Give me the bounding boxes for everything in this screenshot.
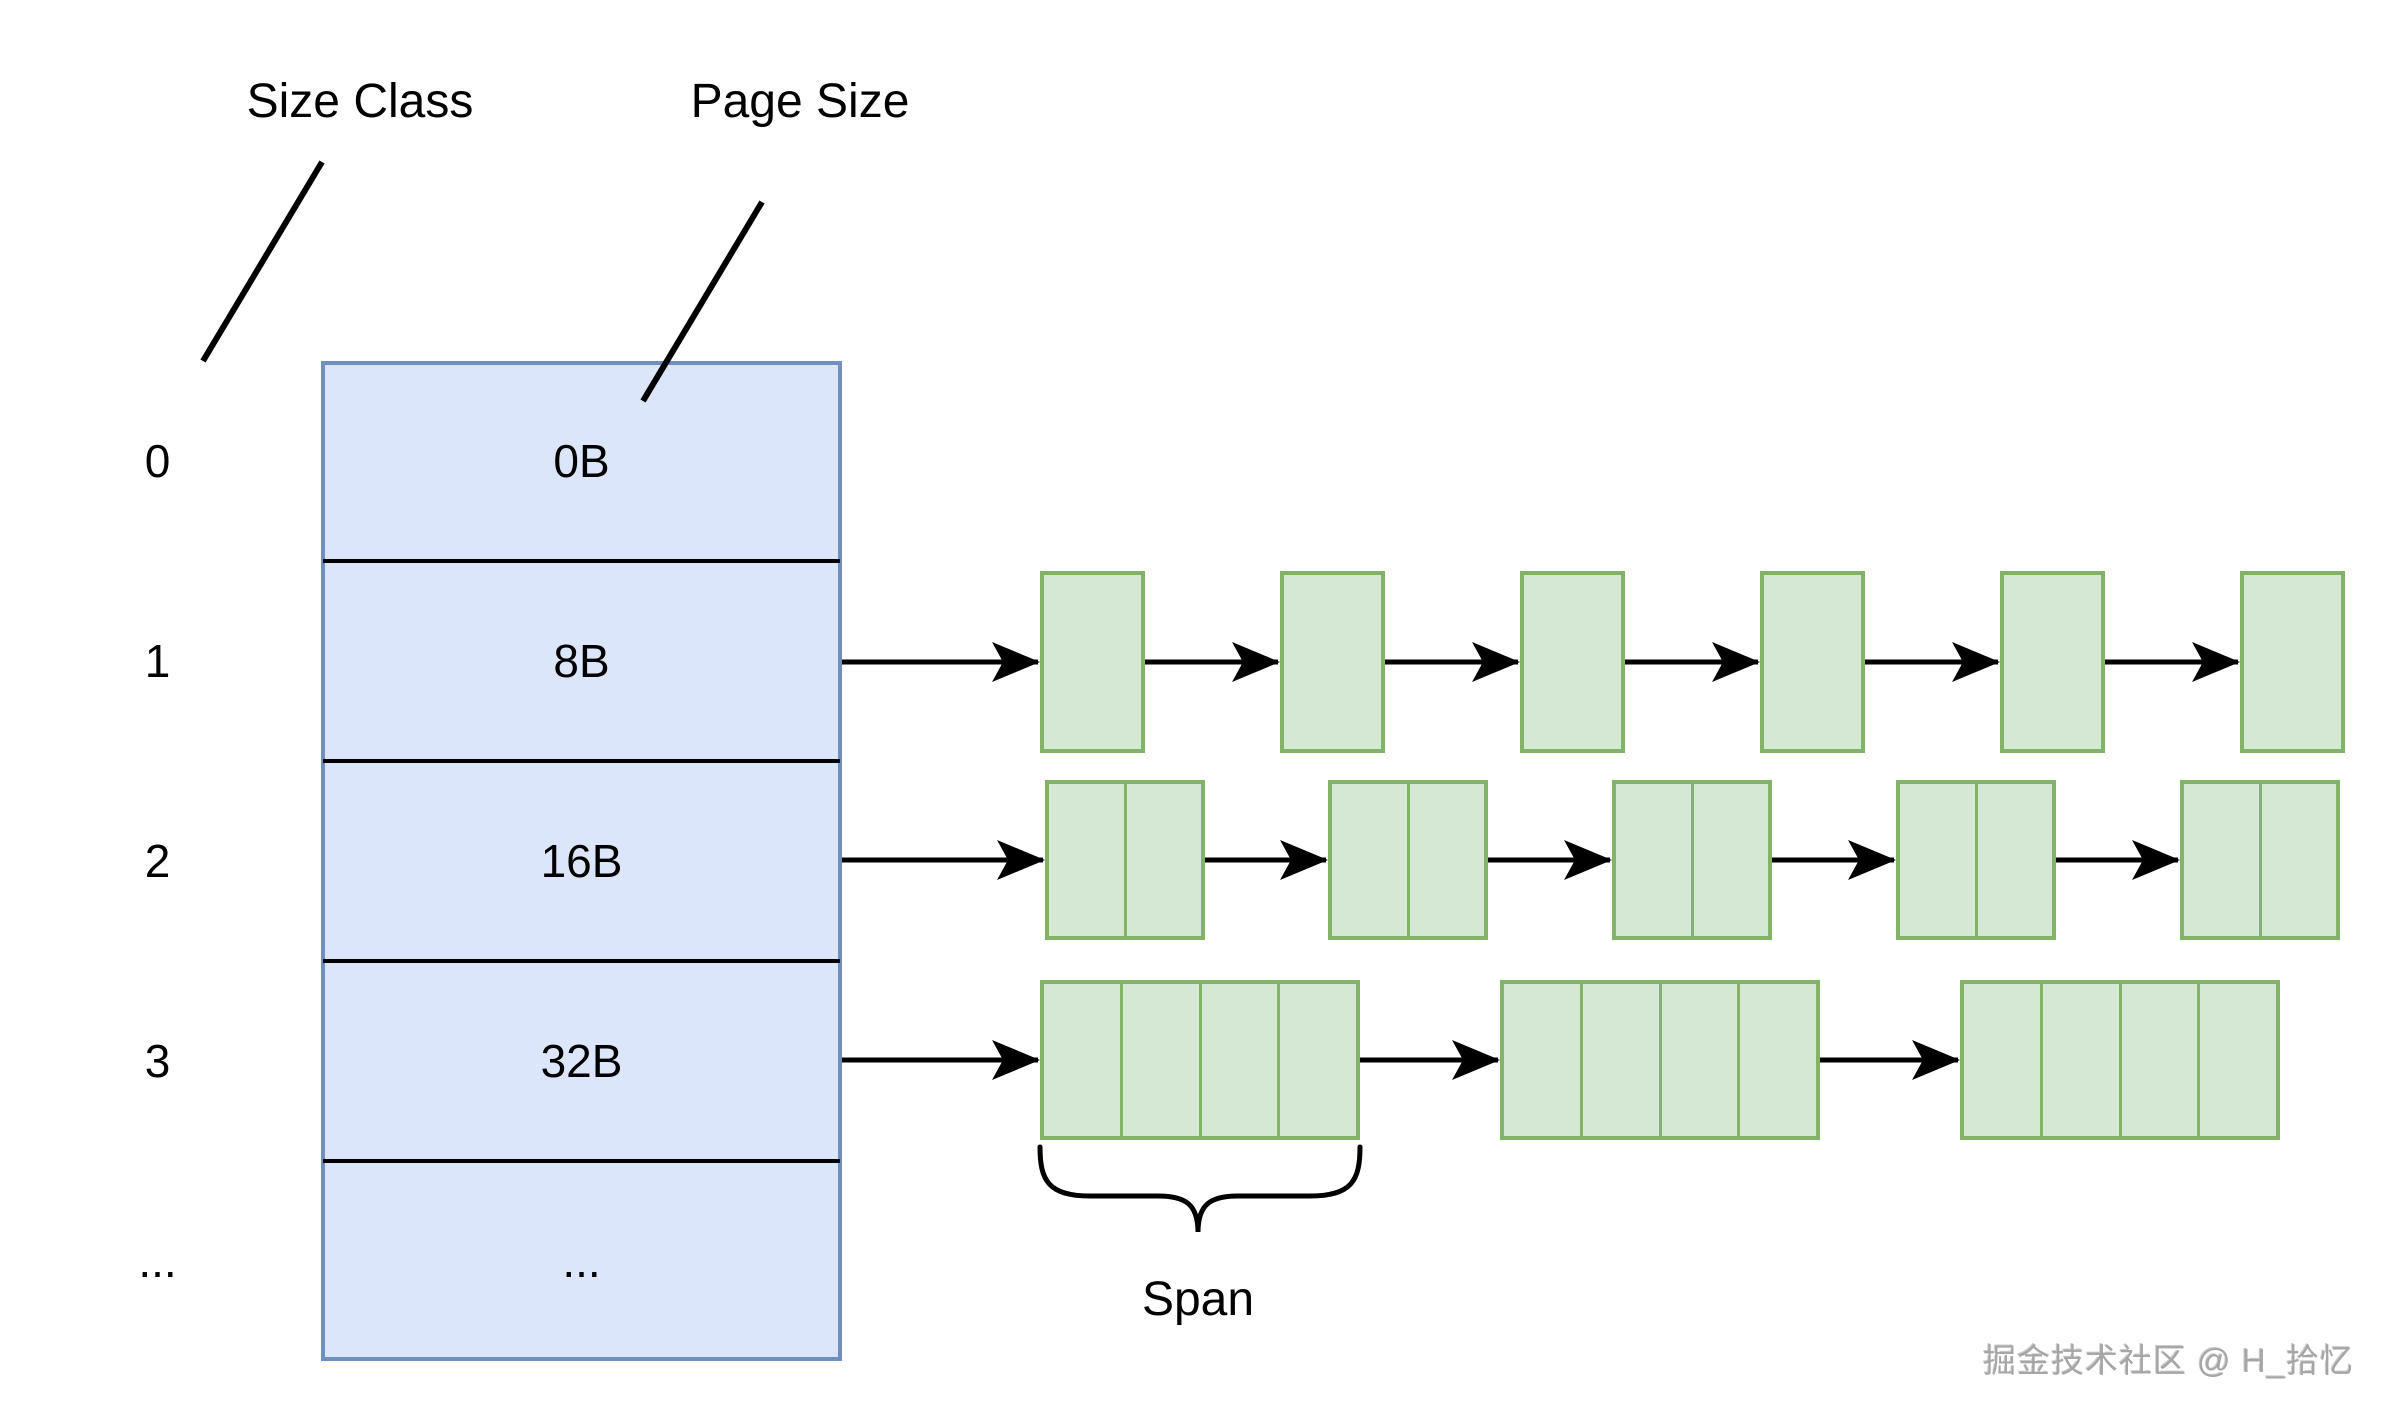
span-box <box>1040 571 1145 753</box>
watermark: 掘金技术社区 @ H_拾忆 <box>1982 1342 2354 1379</box>
size-class-index-label: 2 <box>144 835 171 887</box>
span-cell <box>1616 784 1691 936</box>
span-box <box>2240 571 2345 753</box>
span-cell <box>1332 784 1407 936</box>
span-cell <box>2118 984 2198 1136</box>
span-cell <box>1504 984 1580 1136</box>
span-box <box>1328 780 1488 940</box>
span-cell <box>1658 984 1738 1136</box>
size-class-index-label: ... <box>138 1235 177 1287</box>
span-cell <box>1579 984 1659 1136</box>
page-size-cell-label: 0B <box>553 435 610 487</box>
span-box <box>1612 780 1772 940</box>
size-class-table <box>321 361 842 1361</box>
span-cell <box>1044 984 1120 1136</box>
span-cell <box>1284 575 1381 749</box>
span-cell <box>1277 984 1356 1136</box>
span-cell <box>1044 575 1141 749</box>
span-box <box>1520 571 1625 753</box>
span-cell <box>2004 575 2101 749</box>
span-cell <box>1123 784 1202 936</box>
size-class-label: Size Class <box>246 75 474 128</box>
page-size-cell-label: ... <box>562 1235 601 1287</box>
span-box <box>1760 571 1865 753</box>
span-cell <box>2039 984 2119 1136</box>
page-size-cell-label: 16B <box>540 835 623 887</box>
page-size-cell-label: 8B <box>553 635 610 687</box>
span-brace <box>1037 1144 1363 1233</box>
span-cell <box>1406 784 1485 936</box>
span-box <box>2180 780 2340 940</box>
size-class-pointer-line <box>200 160 325 363</box>
size-class-index-label: 3 <box>144 1035 171 1087</box>
span-cell <box>2258 784 2337 936</box>
span-box <box>2000 571 2105 753</box>
size-class-index-label: 0 <box>144 435 171 487</box>
span-box <box>1896 780 2056 940</box>
span-cell <box>1737 984 1816 1136</box>
span-cell <box>1198 984 1278 1136</box>
span-cell <box>1049 784 1124 936</box>
span-box <box>1045 780 1205 940</box>
span-box <box>1280 571 1385 753</box>
page-size-label: Page Size <box>690 75 910 128</box>
span-cell <box>1964 984 2040 1136</box>
span-box <box>1500 980 1820 1140</box>
span-cell <box>2197 984 2276 1136</box>
page-size-cell-label: 32B <box>540 1035 623 1087</box>
size-class-index-label: 1 <box>144 635 171 687</box>
span-cell <box>1764 575 1861 749</box>
span-cell <box>1690 784 1769 936</box>
span-box <box>1040 980 1360 1140</box>
span-cell <box>1974 784 2053 936</box>
span-cell <box>1900 784 1975 936</box>
span-box <box>1960 980 2280 1140</box>
span-label: Span <box>1141 1273 1255 1326</box>
span-cell <box>2244 575 2341 749</box>
span-cell <box>1119 984 1199 1136</box>
span-cell <box>2184 784 2259 936</box>
span-cell <box>1524 575 1621 749</box>
